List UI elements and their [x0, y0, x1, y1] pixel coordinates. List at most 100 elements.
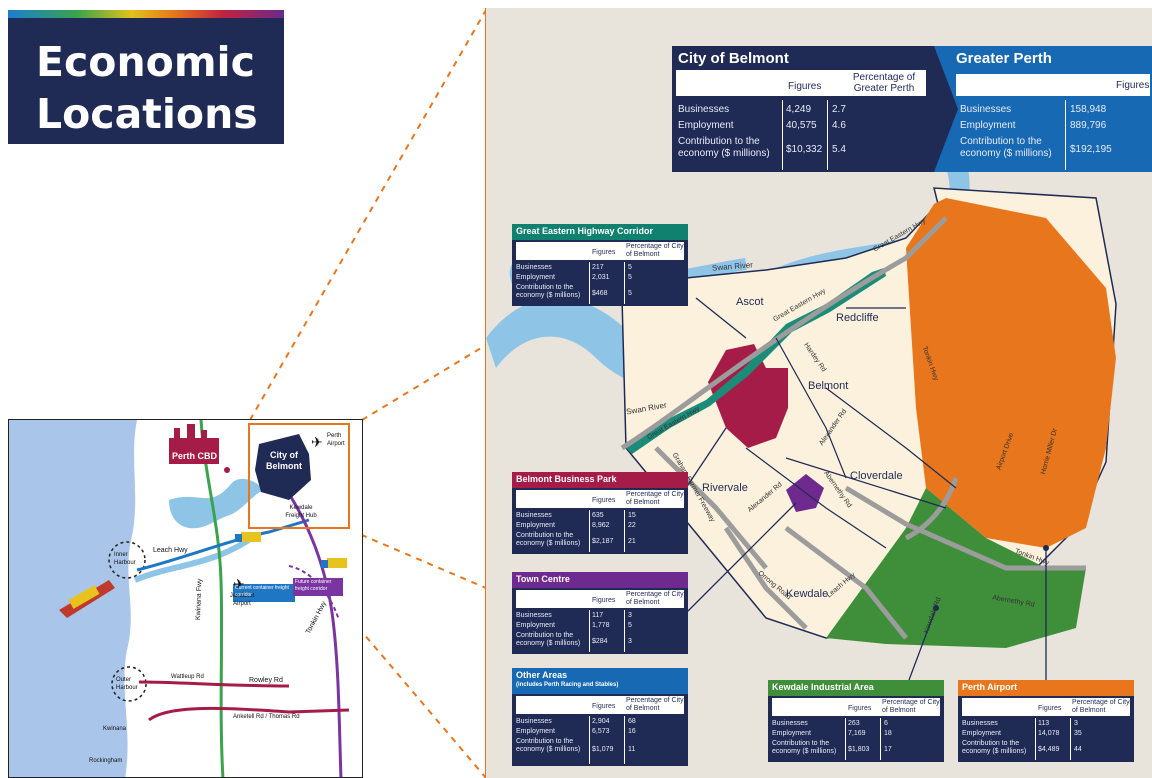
- inset-label-perth-airport: Perth Airport: [327, 433, 345, 447]
- other-areas-row-label-employment: Employment: [516, 728, 555, 735]
- airport-col-pct: Percentage of City of Belmont: [1072, 699, 1130, 714]
- airport-col-figures: Figures: [1038, 705, 1062, 712]
- belmont-col-figures: Figures: [788, 81, 822, 92]
- belmont-row-contribution-label: Contribution to the economy ($ millions): [678, 136, 770, 159]
- airport-pct-employment: 35: [1074, 730, 1082, 737]
- perth-summary-title: Greater Perth: [956, 50, 1052, 67]
- anketell-rd-line: [148, 706, 350, 722]
- inset-label-jandakot-airport: Jandakot Airport: [229, 593, 255, 607]
- map-label-cloverdale: Cloverdale: [850, 470, 903, 482]
- city-of-belmont-shape: [255, 434, 311, 500]
- business-park-pct-contribution: 21: [628, 538, 636, 545]
- kewdale-industrial-area: [826, 488, 1086, 648]
- belmont-row-employment-label: Employment: [678, 120, 734, 131]
- other-areas-table: Other Areas (includes Perth Racing and S…: [512, 668, 688, 766]
- business-park-table: Belmont Business Park Figures Percentage…: [512, 472, 688, 554]
- airport-figure-businesses: 113: [1038, 720, 1050, 727]
- perth-cbd-dot: [224, 467, 230, 473]
- inset-river: [169, 478, 263, 529]
- inset-label-rockingham: Rockingham: [89, 758, 123, 764]
- other-areas-pct-employment: 16: [628, 728, 636, 735]
- wattleup-rowley-line: [138, 680, 290, 688]
- airport-row-label-employment: Employment: [962, 730, 1001, 737]
- connector-middle-right: [349, 529, 487, 589]
- town-centre-table: Town Centre Figures Percentage of City o…: [512, 572, 688, 654]
- plane-icon-jandakot: ✈: [233, 576, 245, 592]
- airport-title: Perth Airport: [962, 682, 1018, 692]
- perth-row-employment-label: Employment: [960, 120, 1016, 131]
- map-label-redcliffe: Redcliffe: [836, 312, 879, 324]
- business-park-figure-businesses: 635: [592, 512, 604, 519]
- kewdale-pct-businesses: 6: [884, 720, 888, 727]
- business-park-col-figures: Figures: [592, 497, 616, 504]
- perth-airport-dot: [1043, 545, 1049, 551]
- inset-label-future-corridor: Future container freight corridor: [295, 579, 332, 592]
- town-centre-pct-contribution: 3: [628, 638, 632, 645]
- kewdale-col-figures: Figures: [848, 705, 872, 712]
- other-areas-figure-contribution: $1,079: [592, 746, 614, 753]
- other-areas-subtitle: (includes Perth Racing and Stables): [516, 682, 619, 688]
- belmont-summary-table: City of Belmont Figures Percentage of Gr…: [672, 46, 934, 172]
- inset-label-anketell-rd: Anketell Rd / Thomas Rd: [233, 714, 300, 720]
- airport-figure-employment: 14,078: [1038, 730, 1060, 737]
- inner-harbour-circle: [108, 541, 146, 579]
- business-park-pct-businesses: 15: [628, 512, 636, 519]
- kewdale-figure-employment: 7,169: [848, 730, 866, 737]
- inset-label-rowley-rd: Rowley Rd: [249, 677, 283, 684]
- business-park-pct-employment: 22: [628, 522, 636, 529]
- business-park-figure-employment: 8,962: [592, 522, 610, 529]
- inset-map-graphic: [9, 420, 350, 777]
- business-park-title: Belmont Business Park: [516, 474, 617, 484]
- perth-cbd-skyline: [169, 438, 219, 464]
- inset-river-2: [133, 537, 251, 583]
- connector-middle-left: [361, 344, 487, 421]
- town-centre-row-label-contribution: Contribution to the economy ($ millions): [516, 632, 581, 647]
- perth-row-businesses-label: Businesses: [960, 104, 1012, 115]
- town-centre-pct-employment: 5: [628, 622, 632, 629]
- perth-row-contribution-label: Contribution to the economy ($ millions): [960, 136, 1052, 159]
- kewdale-pct-contribution: 17: [884, 746, 892, 753]
- kewdale-figure-businesses: 263: [848, 720, 860, 727]
- other-areas-figure-businesses: 2,904: [592, 718, 610, 725]
- great-eastern-row-label-employment: Employment: [516, 274, 555, 281]
- kewdale-row-label-contribution: Contribution to the economy ($ millions): [772, 740, 837, 755]
- inset-focus-box: [248, 423, 350, 529]
- inset-label-leach-hwy: Leach Hwy: [153, 547, 188, 554]
- perth-col-figures: Figures: [1116, 80, 1150, 91]
- inset-label-kewdale-freight-hub: Kewdale Freight Hub: [285, 505, 317, 519]
- map-label-rivervale: Rivervale: [702, 482, 748, 494]
- other-areas-col-pct: Percentage of City of Belmont: [626, 697, 684, 712]
- town-centre-title: Town Centre: [516, 574, 570, 584]
- truck-icon-2: [327, 558, 347, 568]
- belmont-row-employment-figure: 40,575: [786, 120, 817, 131]
- kewdale-figure-contribution: $1,803: [848, 746, 870, 753]
- future-corridor-box: [293, 578, 343, 596]
- truck-icon: [241, 532, 261, 542]
- belmont-summary-header-row: [676, 70, 926, 96]
- belmont-row-businesses-figure: 4,249: [786, 104, 812, 115]
- inset-label-kwinana-fwy: Kwinana Fwy: [195, 578, 204, 621]
- perth-summary-header-row: [956, 74, 1150, 96]
- belmont-row-contribution-figure: $10,332: [786, 144, 823, 155]
- map-label-kewdale: Kewdale: [786, 588, 829, 600]
- title-block: Economic Locations: [8, 10, 284, 144]
- belmont-row-employment-pct: 4.6: [832, 120, 846, 131]
- kewdale-row-label-employment: Employment: [772, 730, 811, 737]
- great-eastern-pct-employment: 5: [628, 274, 632, 281]
- other-areas-pct-businesses: 68: [628, 718, 636, 725]
- airport-row-label-contribution: Contribution to the economy ($ millions): [962, 740, 1027, 755]
- town-centre-figure-employment: 1,778: [592, 622, 610, 629]
- map-label-ascot: Ascot: [736, 296, 764, 308]
- rainbow-strip: [8, 10, 284, 18]
- plane-icon: ✈: [311, 434, 323, 450]
- airport-row-label-businesses: Businesses: [962, 720, 998, 727]
- kewdale-table: Kewdale Industrial Area Figures Percenta…: [768, 680, 944, 762]
- belmont-row-businesses-label: Businesses: [678, 104, 730, 115]
- great-eastern-figure-employment: 2,031: [592, 274, 610, 281]
- town-centre-figure-businesses: 117: [592, 612, 604, 619]
- great-eastern-pct-businesses: 5: [628, 264, 632, 271]
- business-park-row-label-employment: Employment: [516, 522, 555, 529]
- connector-top-left: [249, 9, 487, 421]
- airport-table: Perth Airport Figures Percentage of City…: [958, 680, 1134, 762]
- swan-river-water: [486, 158, 970, 391]
